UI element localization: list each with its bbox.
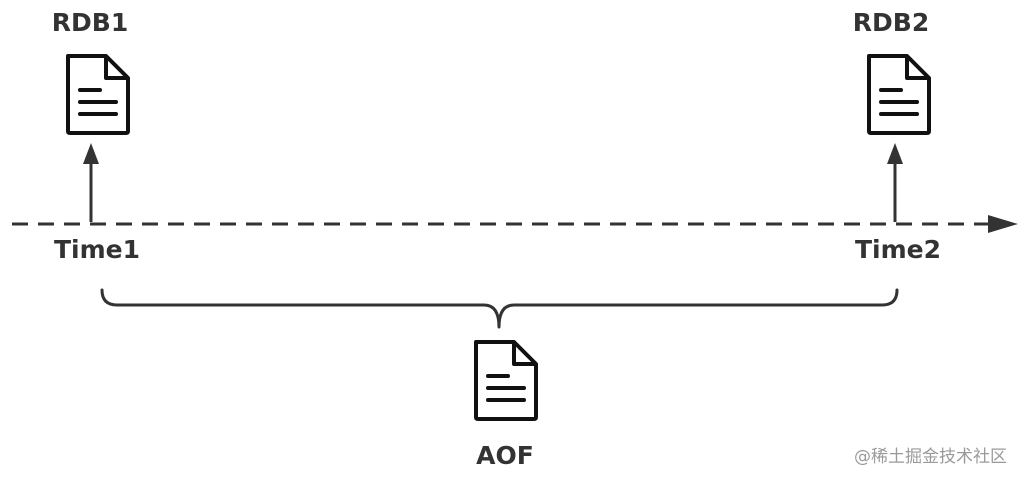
document-icon [474, 340, 538, 421]
aof-label: AOF [476, 441, 534, 470]
rdb2-arrowhead [887, 143, 903, 164]
rdb1-label: RDB1 [52, 8, 128, 37]
rdb2-label: RDB2 [853, 8, 929, 37]
time2-label: Time2 [855, 235, 941, 264]
watermark-text: @稀土掘金技术社区 [854, 447, 1007, 467]
rdb1-arrowhead [83, 143, 99, 164]
document-icon [66, 54, 130, 135]
interval-brace [100, 288, 899, 329]
document-icon [867, 54, 931, 135]
timeline-arrowhead [988, 215, 1018, 233]
time1-label: Time1 [54, 235, 140, 264]
